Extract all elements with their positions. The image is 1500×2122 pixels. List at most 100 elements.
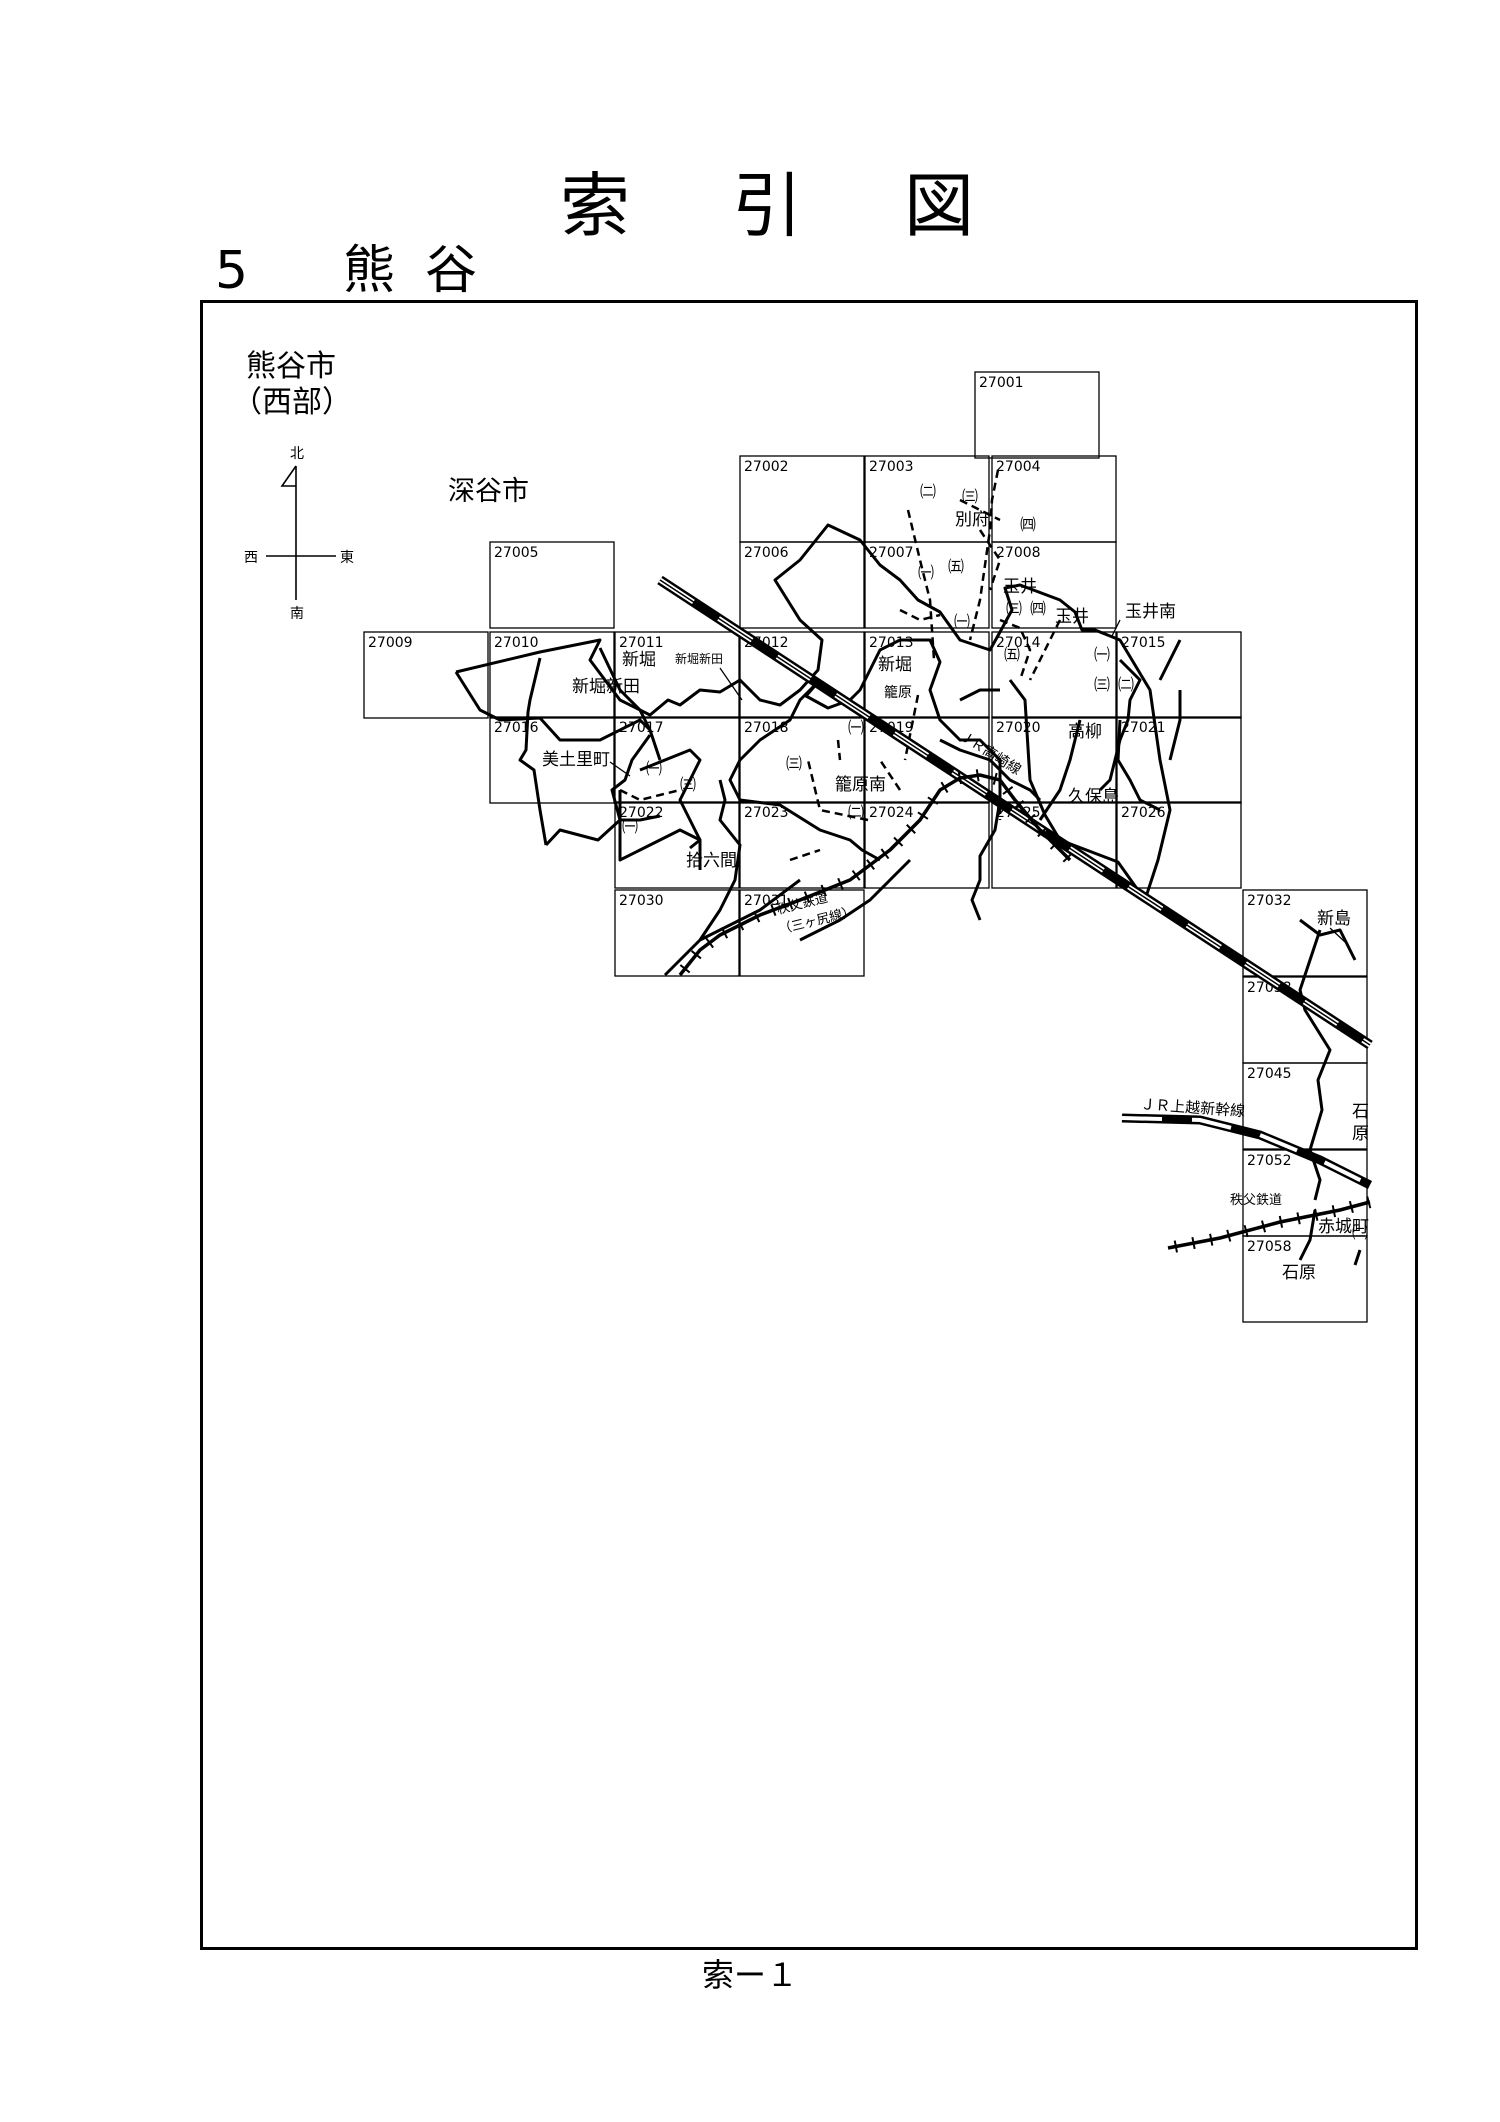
sheet-cell xyxy=(739,541,865,629)
sheet-number: 27023 xyxy=(744,805,789,821)
district-boundaries xyxy=(454,523,1362,1266)
railway-tie xyxy=(705,937,714,949)
sub-area-label: ㈡ xyxy=(1352,1223,1368,1242)
sheet-cell xyxy=(991,541,1117,629)
compass-east: 東 xyxy=(340,550,354,566)
sheet-cell xyxy=(614,889,740,977)
sub-area-label: ㈡ xyxy=(920,482,936,501)
railway-tie xyxy=(720,926,729,939)
railway-tie xyxy=(1243,1224,1249,1238)
railway-tie xyxy=(906,824,916,834)
sub-area-label: ㈠ xyxy=(918,563,934,582)
railway-tie xyxy=(1025,813,1036,824)
page-number: 索ー１ xyxy=(701,1956,798,1994)
page-title: 索引図 xyxy=(560,150,1080,251)
sub-area-boundaries xyxy=(619,469,1062,862)
railway-tie xyxy=(851,869,861,881)
place-label: 新堀新田 xyxy=(572,677,640,697)
sheet-cell xyxy=(1116,801,1242,889)
railway-tie xyxy=(940,781,949,793)
sheet-number: 27006 xyxy=(744,545,789,561)
railway-tie xyxy=(1037,827,1048,838)
railway-jr-joetsu-shinkansen xyxy=(1121,1113,1373,1190)
sheet-cell xyxy=(864,541,990,629)
sheet-cell xyxy=(974,371,1100,459)
sheet-number: 27020 xyxy=(996,720,1041,736)
sub-area-label: ㈢ xyxy=(786,754,802,773)
sheet-cell xyxy=(1242,1235,1368,1323)
section-name-char: 谷 xyxy=(425,241,478,301)
railway-tie xyxy=(1296,1212,1301,1225)
title-char: 図 xyxy=(904,165,974,247)
railway-tie xyxy=(820,884,827,897)
railway-tie xyxy=(1314,1208,1319,1221)
sheet-cell xyxy=(864,801,990,889)
place-label: 美土里町 xyxy=(542,750,610,770)
sub-area-label: ㈡ xyxy=(848,803,864,822)
sheet-number: 27030 xyxy=(619,893,664,909)
sub-area-label: ㈤ xyxy=(948,557,964,576)
neighbor-city-label: 深谷市 xyxy=(448,476,529,507)
railway-tie xyxy=(837,877,844,890)
title-char: 引 xyxy=(732,165,802,247)
place-label-vertical: 石原 xyxy=(1352,1102,1369,1144)
sheet-number: 27004 xyxy=(996,459,1041,475)
railway-tie xyxy=(1002,786,1014,795)
railway-tie xyxy=(1173,1240,1178,1253)
sub-area-label: ㈢ xyxy=(680,775,696,794)
railway-tie xyxy=(803,891,811,904)
railway-tie xyxy=(917,811,929,820)
sheet-number: 27005 xyxy=(494,545,539,561)
railway-jr-takasaki xyxy=(657,575,1373,1050)
place-label: 玉井 xyxy=(1003,577,1037,597)
sheet-number: 27003 xyxy=(869,459,914,475)
leader-lines xyxy=(609,619,1346,943)
sheet-number: 27058 xyxy=(1247,1239,1292,1255)
section-heading: 5 熊谷 xyxy=(215,228,507,303)
place-label: 石原 xyxy=(1352,1102,1369,1144)
railway-tie xyxy=(787,897,794,910)
sheet-number: 27001 xyxy=(979,375,1024,391)
city-label: 熊谷市 xyxy=(246,349,336,384)
sub-area-label: ㈣ xyxy=(1020,515,1036,534)
compass-icon xyxy=(266,465,336,600)
place-label: 籠原南 xyxy=(835,774,886,795)
railway-tie xyxy=(1331,1205,1337,1218)
railway-tie xyxy=(975,769,980,782)
section-name-char: 熊 xyxy=(343,241,396,301)
sheet-cell xyxy=(489,541,615,629)
title-char: 索 xyxy=(560,165,630,247)
sheet-number: 27007 xyxy=(869,545,914,561)
sheet-cell xyxy=(489,716,615,804)
place-label: 石原 xyxy=(1282,1263,1316,1283)
sub-area-label: ㈢ xyxy=(962,487,978,506)
sub-area-label: ㈡ xyxy=(1118,675,1134,694)
place-label-char: 原 xyxy=(1352,1124,1369,1144)
railway-tie xyxy=(1278,1215,1284,1228)
sheet-number: 27052 xyxy=(1247,1153,1292,1169)
sheet-cell xyxy=(864,631,990,719)
sheet-number: 27016 xyxy=(494,720,539,736)
sub-area-label: ㈠ xyxy=(954,612,970,631)
place-label: 新堀 xyxy=(878,655,912,675)
sheet-number: 27032 xyxy=(1247,893,1292,909)
railway-tie xyxy=(1013,800,1025,810)
place-label: 新堀新田 xyxy=(675,651,723,666)
railway-tie xyxy=(1366,1196,1372,1209)
railway-tie xyxy=(957,771,963,785)
sub-area-label: ㈠ xyxy=(848,718,864,737)
railway-tie xyxy=(1049,839,1060,850)
section-number: 5 xyxy=(215,241,249,301)
place-label: 玉井 xyxy=(1055,607,1089,627)
sub-area-label: ㈣ xyxy=(1030,599,1046,618)
sheet-number: 27015 xyxy=(1121,635,1166,651)
place-label: 籠原 xyxy=(884,685,912,701)
railway-tie xyxy=(1191,1237,1196,1250)
railway-tie xyxy=(770,904,777,916)
railway-chichibu xyxy=(678,773,1371,1250)
place-label: 拾六間 xyxy=(686,851,737,871)
city-sublabel: （西部） xyxy=(232,385,352,420)
sheet-cell xyxy=(739,889,865,977)
